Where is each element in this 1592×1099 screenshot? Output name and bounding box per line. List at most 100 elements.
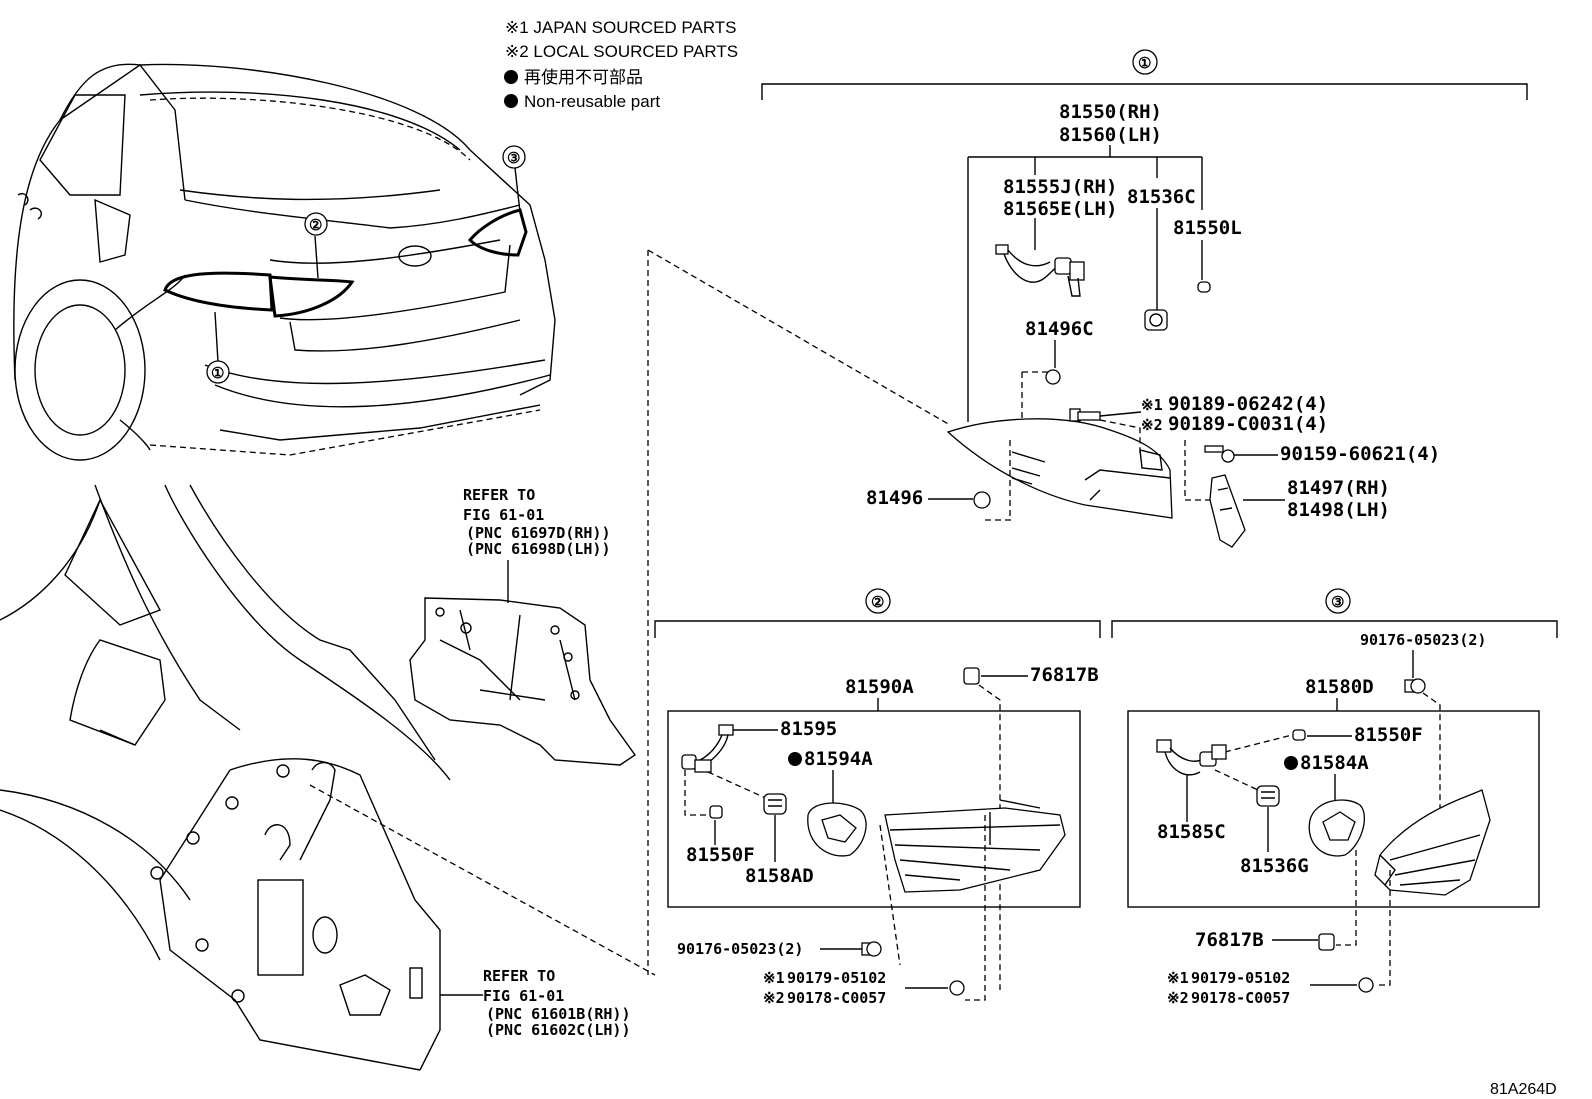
part-90178-g2: 90178-C0057 <box>787 989 886 1007</box>
part-90189-c0031: 90189-C0031(4) <box>1168 413 1328 435</box>
part-90189-mark1: ※1 <box>1141 396 1163 414</box>
note-nonreusable-en: Non-reusable part <box>524 92 660 111</box>
part-81498: 81498(LH) <box>1287 499 1390 521</box>
part-81536g: 81536G <box>1240 855 1309 877</box>
socket-81536g-part <box>1256 785 1280 807</box>
group2-dash-c <box>707 771 771 801</box>
part-81550: 81550(RH) <box>1059 101 1162 123</box>
group3-dash-a <box>1422 692 1441 810</box>
callout-2-label: ② <box>309 216 322 234</box>
part-81584a: 81584A <box>1300 752 1369 774</box>
group3-callout-label: ③ <box>1331 593 1344 611</box>
rear-combination-lamp-part <box>946 418 1173 519</box>
part-76817b: 76817B <box>1030 664 1099 686</box>
note-local-sourced: ※2 LOCAL SOURCED PARTS <box>505 42 738 61</box>
part-81555j: 81555J(RH) <box>1003 176 1117 198</box>
part-90189-06242: 90189-06242(4) <box>1168 393 1328 415</box>
part-90176-g2: 90176-05023(2) <box>677 940 803 958</box>
group1-callout-label: ① <box>1138 54 1151 72</box>
callout-3-marker <box>502 145 526 169</box>
group2-callout-marker <box>865 588 891 614</box>
group1-callout-marker <box>1132 49 1158 75</box>
group1-dash-c <box>1099 419 1141 455</box>
nut-90179-g3-part <box>1358 977 1374 993</box>
socket-8158ad-part <box>763 793 787 815</box>
part-8158ad: 8158AD <box>745 865 814 887</box>
part-90178-g3: 90178-C0057 <box>1191 989 1290 1007</box>
part-81496: 81496 <box>866 487 923 509</box>
group3-dash-b <box>1224 734 1293 753</box>
socket-wire-part <box>995 244 1085 297</box>
nut-81496-part <box>973 491 991 509</box>
refer-lower-title: REFER TO <box>483 967 555 985</box>
part-90159: 90159-60621(4) <box>1280 443 1440 465</box>
group3-bracket <box>1111 620 1558 638</box>
part-81550f-g3: 81550F <box>1354 724 1423 746</box>
clip-76817b-part <box>963 667 980 685</box>
group3-dash-e <box>1336 850 1357 946</box>
back-door-lamp-part <box>1374 789 1491 896</box>
part-81550l: 81550L <box>1173 217 1242 239</box>
part-81590a: 81590A <box>845 676 914 698</box>
callout-1-marker <box>206 360 230 384</box>
part-81497: 81497(RH) <box>1287 477 1390 499</box>
part-81560: 81560(LH) <box>1059 124 1162 146</box>
screw-90189-part <box>1069 408 1101 422</box>
nut-81496c-part <box>1045 369 1061 385</box>
gasket-81497-part <box>1209 474 1246 548</box>
group1-tree-lines <box>967 145 1203 422</box>
nut-90176-g3-part <box>1404 678 1426 694</box>
non-reusable-dot-icon <box>504 94 518 108</box>
refer-upper-pnc-rh: (PNC 61697D(RH)) <box>466 524 611 542</box>
note-japan-sourced: ※1 JAPAN SOURCED PARTS <box>505 18 737 37</box>
non-reusable-dot-icon <box>1284 756 1298 770</box>
part-81536c: 81536C <box>1127 186 1196 208</box>
quarter-panel-illustration <box>0 484 656 1071</box>
lamp-leader-dashed <box>647 249 951 426</box>
group2-callout-label: ② <box>871 593 884 611</box>
part-90178-g2-mark: ※2 <box>763 989 785 1007</box>
part-81580d: 81580D <box>1305 676 1374 698</box>
part-90176-g3: 90176-05023(2) <box>1360 631 1486 649</box>
group3-callout-marker <box>1325 588 1351 614</box>
group2-dash-e <box>965 815 986 1001</box>
socket-81536c-part <box>1144 309 1168 331</box>
note-nonreusable-jp: 再使用不可部品 <box>524 67 643 87</box>
group2-bracket <box>654 620 1101 638</box>
non-reusable-dot-icon <box>788 752 802 766</box>
group3-box <box>1127 710 1540 908</box>
part-90179-g2-mark: ※1 <box>763 969 785 987</box>
trunk-lamp-part <box>884 799 1066 893</box>
part-81550f: 81550F <box>686 844 755 866</box>
part-90179-g3-mark: ※1 <box>1167 969 1189 987</box>
part-90189-mark2: ※2 <box>1141 416 1163 434</box>
group2-dash-a <box>978 684 1001 990</box>
part-81594a: 81594A <box>804 748 873 770</box>
callout-2-marker <box>304 212 328 236</box>
bulb-81550f-part <box>709 805 723 819</box>
group3-dash-c <box>1214 769 1259 791</box>
bulb-81550l-part <box>1197 281 1211 293</box>
group2-box <box>667 710 1081 908</box>
refer-upper-title: REFER TO <box>463 486 535 504</box>
nut-90179-g2-part <box>949 980 965 996</box>
part-76817b-g3: 76817B <box>1195 929 1264 951</box>
clip-76817b-g3-part <box>1318 933 1335 951</box>
group1-dash-b <box>985 440 1012 521</box>
part-81585c: 81585C <box>1157 821 1226 843</box>
nut-90176-g2-part <box>861 941 882 957</box>
part-81496c: 81496C <box>1025 318 1094 340</box>
callout-1-label: ① <box>211 364 224 382</box>
group2-dash-d <box>879 824 901 966</box>
refer-upper-pnc-lh: (PNC 61698D(LH)) <box>466 540 611 558</box>
gasket-81584a-part <box>1308 799 1365 857</box>
refer-lower-pnc-rh: (PNC 61601B(RH)) <box>486 1005 631 1023</box>
non-reusable-dot-icon <box>504 70 518 84</box>
socket-wire-81585c-part <box>1156 739 1227 776</box>
group2-dash-b <box>684 770 712 816</box>
refer-upper-fig: FIG 61-01 <box>463 506 544 524</box>
socket-wire-81595-part <box>681 724 734 773</box>
part-90178-g3-mark: ※2 <box>1167 989 1189 1007</box>
part-81565e: 81565E(LH) <box>1003 198 1117 220</box>
